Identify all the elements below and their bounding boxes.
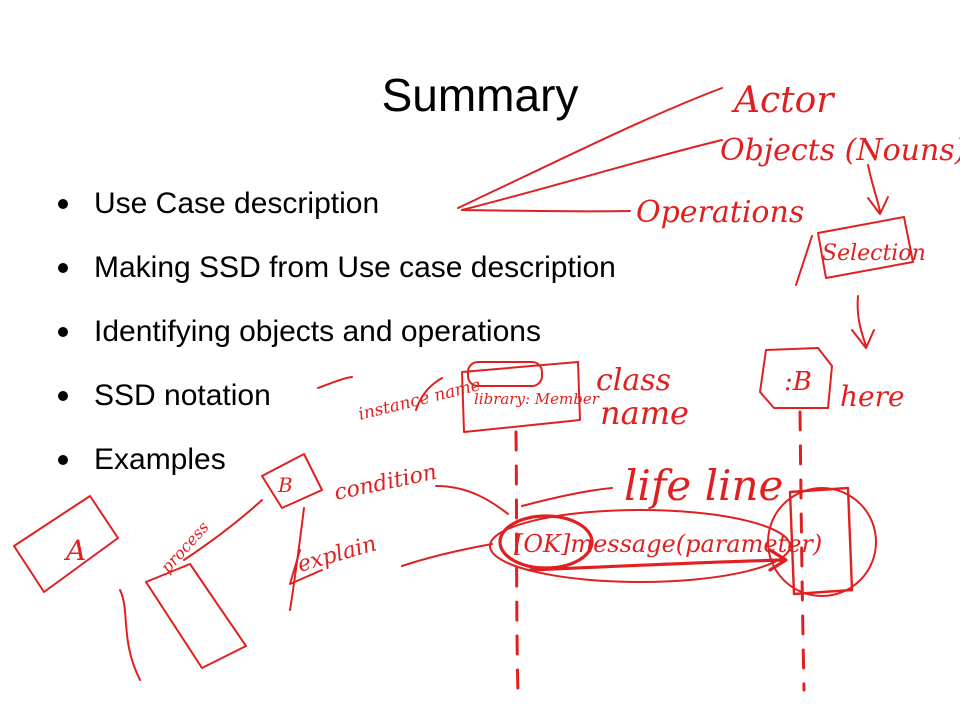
a-object-box <box>13 495 119 593</box>
annotation-here-text: here <box>840 380 905 413</box>
bullet-item: Making SSD from Use case description <box>58 240 616 304</box>
message-oval <box>489 509 791 583</box>
bullet-item: Identifying objects and operations <box>58 304 616 368</box>
bullet-text: Examples <box>94 443 226 476</box>
explain-arrow-icon <box>289 549 323 585</box>
selection-box <box>817 216 914 279</box>
guard-condition-circle <box>498 514 594 570</box>
activation-bar <box>788 486 854 596</box>
bullet-dot-icon <box>58 455 68 465</box>
annotation-lifeline-text: life line <box>624 461 783 510</box>
bullet-dot-icon <box>58 199 68 209</box>
annotation-a-box-text: A <box>63 534 86 567</box>
bullet-item: Examples <box>58 432 616 496</box>
arrow-to-b-icon <box>851 295 875 349</box>
annotation-operations-text: Operations <box>636 195 804 230</box>
bullet-text: Making SSD from Use case description <box>94 251 616 284</box>
process-arrow-icon <box>183 499 263 561</box>
bullet-text: Use Case description <box>94 187 380 220</box>
bullet-text: SSD notation <box>94 379 271 412</box>
activation-circle <box>767 487 877 597</box>
annotation-b-upper-text: :B <box>784 367 812 397</box>
a-activation-box <box>145 563 247 669</box>
bullet-list: Use Case description Making SSD from Use… <box>58 176 616 496</box>
annotation-explain-text: explain <box>295 531 380 577</box>
bullet-dot-icon <box>58 263 68 273</box>
bullet-dot-icon <box>58 327 68 337</box>
a-lifeline <box>119 589 141 681</box>
annotation-selection-text: Selection <box>822 241 926 266</box>
slide-title: Summary <box>381 69 579 121</box>
bullet-item: Use Case description <box>58 176 616 240</box>
arrow-to-selection-icon <box>867 164 889 215</box>
bullet-dot-icon <box>58 391 68 401</box>
annotation-process-text: process <box>157 518 213 577</box>
lifeline-right <box>798 410 806 692</box>
annotation-line-explain <box>401 543 493 567</box>
bullet-text: Identifying objects and operations <box>94 315 541 348</box>
annotation-objects-text: Objects (Nouns) <box>720 133 960 168</box>
selection-box-edge <box>795 235 813 286</box>
annotation-message-text: [OK]message(parameter) <box>514 530 822 558</box>
b-lower-lifeline <box>289 507 305 611</box>
message-arrow-icon <box>528 548 788 572</box>
bullet-item: SSD notation <box>58 368 616 432</box>
b-object-box <box>759 347 833 409</box>
